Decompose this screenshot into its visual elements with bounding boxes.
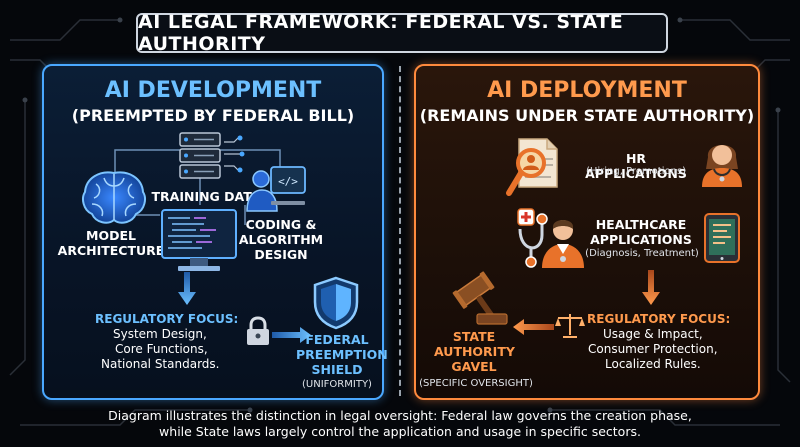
gavel-line-2: AUTHORITY [434, 344, 515, 359]
down-arrow-right [642, 270, 660, 305]
shield-line-2: PREEMPTION [296, 347, 388, 362]
brain-icon [82, 171, 146, 224]
stethoscope-icon [517, 208, 548, 268]
coding-label: CODING & ALGORITHM DESIGN [238, 217, 324, 262]
model-architecture-line-1: MODEL [86, 228, 136, 243]
model-architecture-line-2: ARCHITECTURE [57, 243, 165, 258]
shield-label: FEDERAL PREEMPTION SHIELD [296, 332, 388, 377]
footer-line-1: Diagram illustrates the distinction in l… [108, 408, 692, 423]
shield-icon [313, 276, 359, 330]
right-arrow-to-shield [272, 327, 311, 343]
gavel-line-1: STATE [452, 329, 496, 344]
deployment-focus-item-3: Localized Rules. [605, 357, 701, 371]
model-architecture-label: MODEL ARCHITECTURE [56, 228, 166, 258]
hr-note: (Hiring, Promotions) [585, 166, 687, 177]
gavel-line-3: GAVEL [451, 359, 497, 374]
monitor-icon [161, 209, 237, 271]
development-title: AI DEVELOPMENT [104, 78, 322, 103]
development-focus-label: REGULATORY FOCUS: [95, 312, 239, 326]
hr-label: HR APPLICATIONS [585, 151, 687, 181]
development-focus-item-2: Core Functions, [115, 342, 208, 356]
deployment-focus-label: REGULATORY FOCUS: [587, 312, 731, 326]
coding-line-1: CODING & [245, 217, 317, 232]
coding-line-2: ALGORITHM [238, 232, 324, 247]
deployment-focus-item-2: Consumer Protection, [588, 342, 718, 356]
lock-icon [247, 316, 269, 345]
gavel-icon [452, 271, 508, 325]
network-nodes-icon [224, 135, 245, 173]
development-focus-item-3: National Standards. [101, 357, 220, 371]
footer-line-2: while State laws largely control the app… [159, 424, 641, 439]
deployment-focus-item-1: Usage & Impact, [603, 327, 703, 341]
server-icon [179, 132, 221, 179]
shield-line-3: SHIELD [311, 362, 363, 377]
down-arrow-left [178, 272, 196, 305]
svg-text:</>: </> [278, 175, 298, 188]
shield-note: (UNIFORMITY) [302, 379, 372, 390]
healthcare-line-2: APPLICATIONS [590, 232, 692, 247]
main-title: AI LEGAL FRAMEWORK: FEDERAL VS. STATE AU… [136, 11, 668, 55]
development-focus-item-1: System Design, [113, 327, 207, 341]
deployment-panel: AI DEPLOYMENT (REMAINS UNDER STATE AUTHO… [414, 64, 760, 400]
deployment-subtitle: (REMAINS UNDER STATE AUTHORITY) [419, 106, 755, 125]
left-arrow-to-gavel [513, 319, 554, 335]
coding-line-3: DESIGN [254, 247, 308, 262]
hr-person-icon [702, 145, 742, 187]
healthcare-label: HEALTHCARE APPLICATIONS [586, 217, 696, 247]
tablet-icon [704, 213, 740, 263]
healthcare-note: (Diagnosis, Treatment) [585, 248, 699, 259]
development-subtitle: (PREEMPTED BY FEDERAL BILL) [71, 106, 355, 125]
panel-divider [399, 66, 401, 396]
gavel-note: (SPECIFIC OVERSIGHT) [419, 378, 533, 389]
developer-icon: </> [246, 166, 306, 212]
doctor-icon [542, 220, 584, 268]
training-data-label: TRAINING DATA [151, 189, 261, 204]
document-magnifier-icon [506, 138, 558, 196]
gavel-label: STATE AUTHORITY GAVEL [434, 329, 515, 374]
shield-line-1: FEDERAL [305, 332, 369, 347]
scales-icon [555, 314, 585, 338]
deployment-title: AI DEPLOYMENT [487, 78, 687, 103]
healthcare-line-1: HEALTHCARE [595, 217, 687, 232]
